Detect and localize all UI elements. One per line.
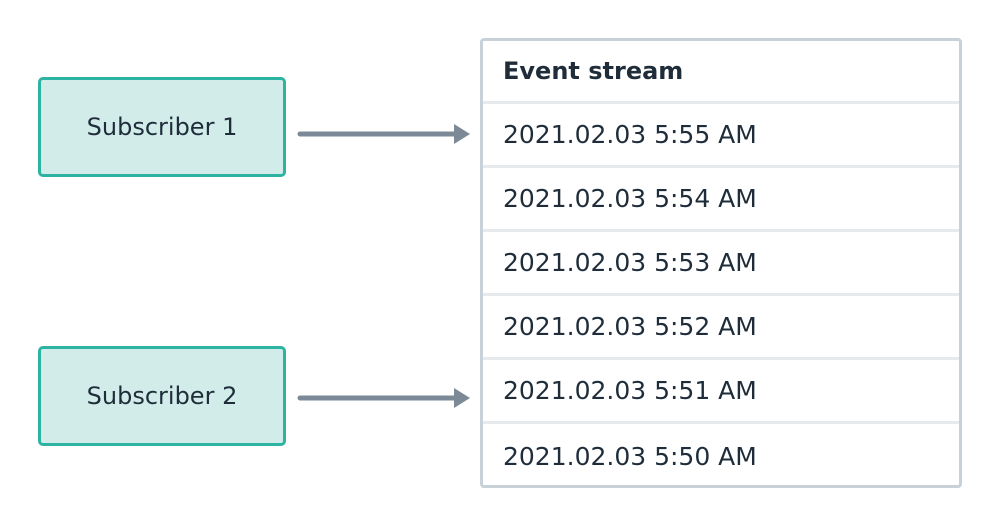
event-row: 2021.02.03 5:51 AM xyxy=(483,360,959,424)
event-row: 2021.02.03 5:53 AM xyxy=(483,232,959,296)
event-row: 2021.02.03 5:54 AM xyxy=(483,168,959,232)
subscriber-2-box: Subscriber 2 xyxy=(38,346,286,446)
arrow-subscriber-2 xyxy=(297,388,470,408)
arrow-subscriber-2-head xyxy=(454,388,470,408)
subscriber-1-label: Subscriber 1 xyxy=(86,113,238,141)
subscriber-1-box: Subscriber 1 xyxy=(38,77,286,177)
arrow-subscriber-1-head xyxy=(454,124,470,144)
event-stream-panel: Event stream 2021.02.03 5:55 AM 2021.02.… xyxy=(480,38,962,488)
subscriber-2-label: Subscriber 2 xyxy=(86,382,238,410)
event-row: 2021.02.03 5:52 AM xyxy=(483,296,959,360)
event-row: 2021.02.03 5:55 AM xyxy=(483,104,959,168)
arrow-subscriber-1 xyxy=(297,124,470,144)
event-stream-title: Event stream xyxy=(483,41,959,104)
event-row: 2021.02.03 5:50 AM xyxy=(503,441,757,471)
